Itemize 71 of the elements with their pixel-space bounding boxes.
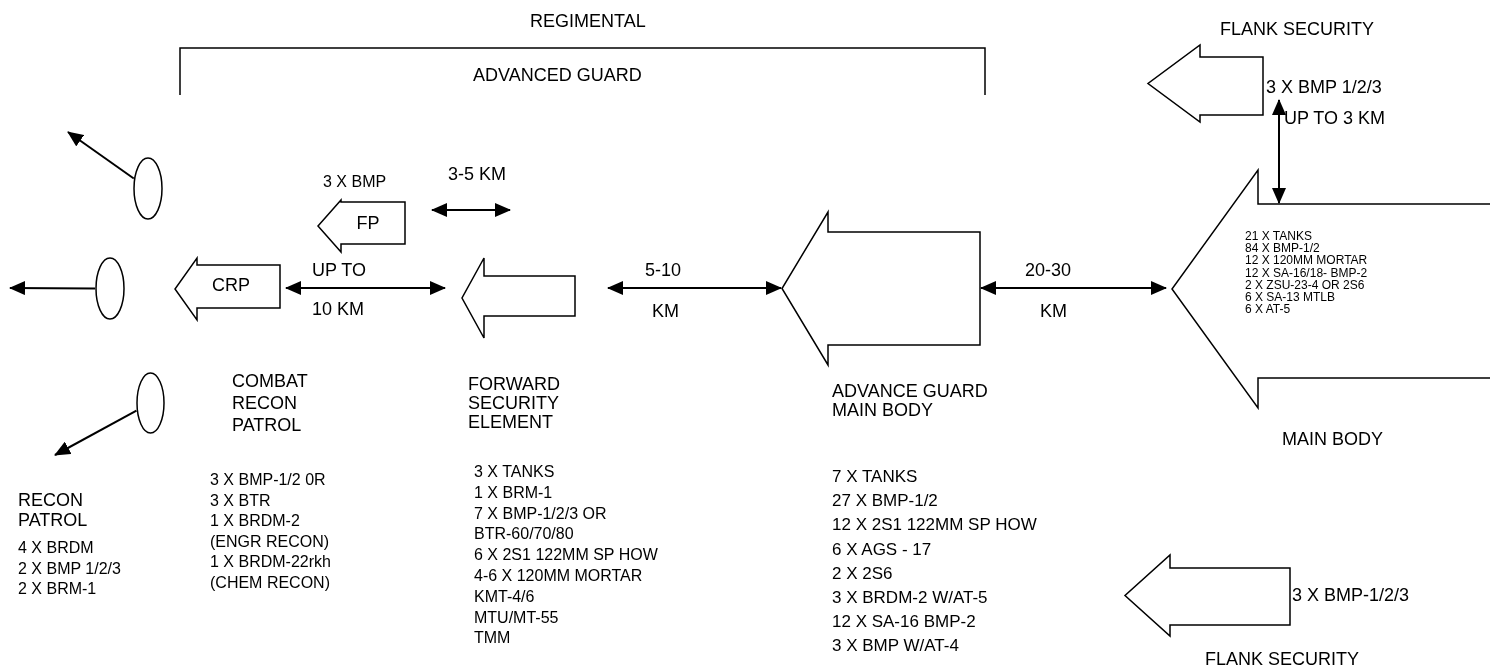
node-label: FP: [355, 212, 381, 234]
distance-arrow: [607, 281, 782, 295]
node-label: 21 X TANKS: [1245, 230, 1312, 243]
arrow: [9, 281, 96, 296]
list-line: KMT-4/6: [474, 586, 535, 607]
block-arrow: [318, 200, 405, 252]
list-line: TMM: [474, 628, 511, 649]
node-label: 6 X AT-5: [1245, 303, 1291, 316]
text-label: UP TO: [312, 259, 367, 281]
text-label: 2 X BMP 1/2/3: [18, 558, 121, 579]
block-arrow: [462, 258, 575, 338]
distance-arrow: [1272, 99, 1286, 204]
text-label: ADVANCED GUARD: [473, 64, 642, 86]
text-label: 10 KM: [312, 298, 365, 320]
list-line: 6 X AGS - 17: [832, 538, 932, 561]
caption-text: FLANK SECURITY: [1205, 648, 1360, 670]
list-line: 4-6 X 120MM MORTAR: [474, 566, 643, 586]
text-label: 5-10: [645, 259, 682, 281]
list-line: 3 X BRDM-2 W/AT-5: [832, 587, 988, 609]
caption-text: 3 X BMP 1/2/3: [1266, 76, 1382, 98]
distance-arrow: [285, 281, 446, 295]
caption-text: FORWARD SECURITY ELEMENT: [468, 375, 560, 432]
text-label: REGIMENTAL: [530, 10, 646, 32]
list-line: 7 X TANKS: [832, 466, 918, 488]
block-arrow: [782, 212, 980, 365]
list-line: 3 X BMP-1/2 0R: [210, 470, 326, 490]
list-line: MTU/MT-55: [474, 607, 559, 628]
text-label: 2 X BRM-1: [18, 579, 97, 599]
caption-text: 3 X BMP-1/2/3: [1292, 584, 1410, 606]
list-line: 12 X SA-16 BMP-2: [832, 611, 976, 634]
list-line: 12 X 2S1 122MM SP HOW: [832, 514, 1037, 537]
text-label: 20-30: [1025, 259, 1072, 281]
list-line: 3 X BTR: [210, 490, 271, 511]
oval-shape: [136, 372, 165, 434]
node-label: 84 X BMP-1/2: [1245, 242, 1320, 255]
caption-text: 3 X BMP: [323, 172, 387, 192]
list-line: 2 X 2S6: [832, 562, 893, 585]
arrow: [54, 409, 138, 456]
list-line: 3 X TANKS: [474, 462, 555, 482]
arrow: [67, 131, 135, 180]
node-label: 6 X SA-13 MTLB: [1245, 291, 1336, 304]
node-label: 12 X SA-16/18- BMP-2: [1245, 266, 1368, 279]
node-label: 12 X 120MM MORTAR: [1245, 254, 1368, 267]
text-label: RECON PATROL: [18, 490, 88, 530]
list-line: 1 X BRDM-2: [210, 511, 300, 531]
list-line: 1 X BRDM-22rkh: [210, 552, 331, 572]
oval-shape: [133, 157, 163, 220]
oval-shape: [95, 257, 125, 320]
node-label: CRP: [211, 274, 251, 296]
list-line: 1 X BRM-1: [474, 482, 553, 503]
list-line: (ENGR RECON): [210, 531, 330, 552]
text-label: KM: [652, 300, 679, 322]
caption-text: ADVANCE GUARD MAIN BODY: [832, 382, 989, 420]
list-line: 7 X BMP-1/2/3 OR: [474, 503, 607, 524]
caption-text: MAIN BODY: [1282, 428, 1383, 450]
caption-text: FLANK SECURITY: [1220, 18, 1375, 40]
caption-text: COMBAT RECON PATROL: [232, 370, 308, 436]
list-line: 3 X BMP W/AT-4: [832, 635, 959, 658]
list-line: (CHEM RECON): [210, 572, 330, 593]
node-label: 2 X ZSU-23-4 OR 2S6: [1245, 278, 1365, 291]
list-line: 6 X 2S1 122MM SP HOW: [474, 545, 658, 566]
block-arrow: [175, 258, 280, 320]
block-arrow: [1148, 45, 1263, 122]
text-label: 4 X BRDM: [18, 538, 94, 558]
text-label: 3-5 KM: [448, 163, 507, 185]
list-line: 27 X BMP-1/2: [832, 490, 938, 513]
block-arrow: [1125, 555, 1290, 636]
text-label: KM: [1040, 300, 1067, 322]
distance-arrow: [980, 281, 1167, 295]
list-line: BTR-60/70/80: [474, 524, 574, 545]
text-label: UP TO 3 KM: [1284, 107, 1386, 129]
